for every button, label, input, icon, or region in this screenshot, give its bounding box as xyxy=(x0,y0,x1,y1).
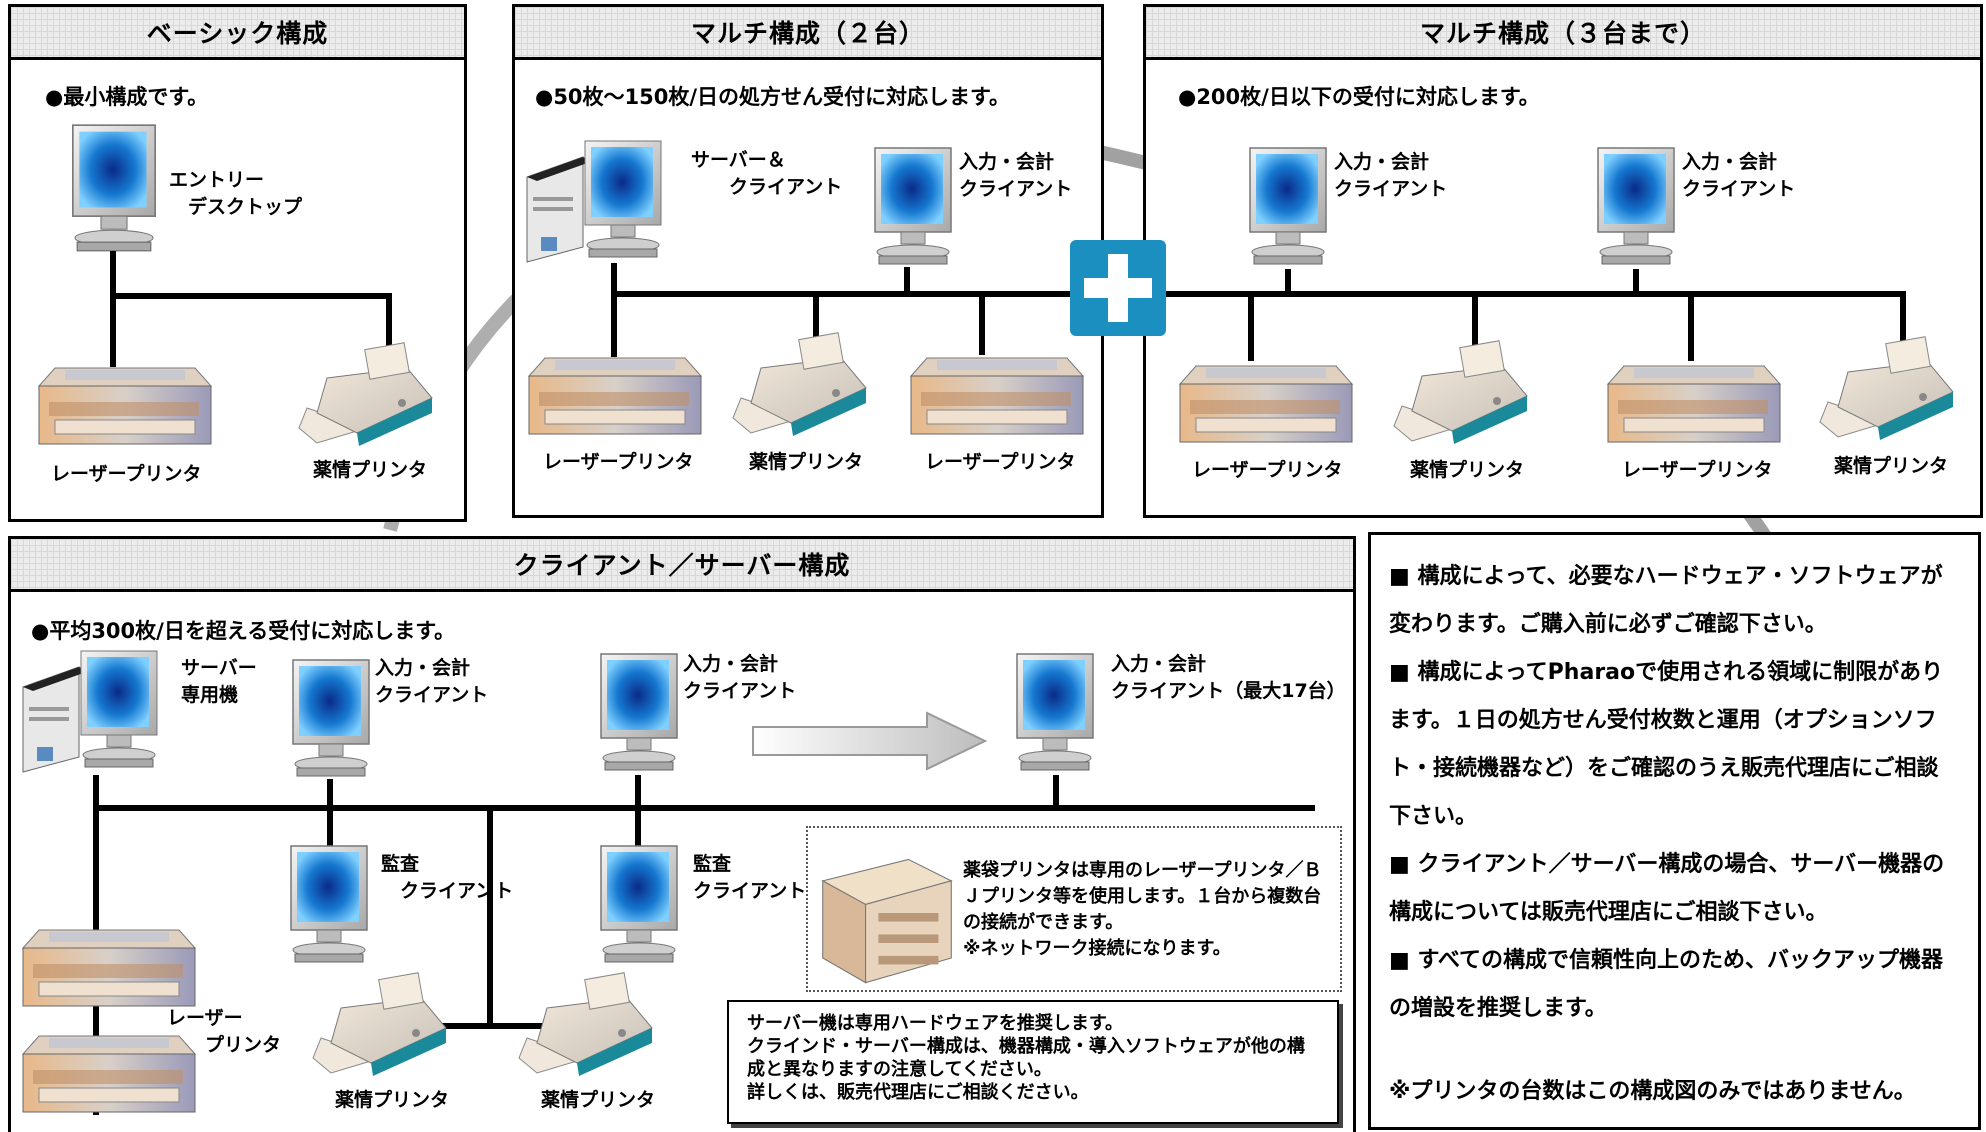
laser-printer-icon xyxy=(907,347,1087,439)
network-line xyxy=(1285,269,1291,295)
laser-printer-icon xyxy=(19,919,199,1011)
panel-cs-title: クライアント／サーバー構成 xyxy=(11,539,1353,592)
notes-footnote: ※プリンタの台数はこの構成図のみではありません。 xyxy=(1389,1079,1916,1104)
server-note-box: サーバー機は専用ハードウェアを推奨します。 クラインド・サーバー構成は、機器構成… xyxy=(727,1000,1339,1124)
yakujo-printer-icon xyxy=(297,337,437,449)
note-item: ■ クライアント／サーバー構成の場合、サーバー機器の構成については販売代理店にご… xyxy=(1389,852,1945,925)
network-line xyxy=(327,779,333,855)
server-client-label: サーバー＆ クライアント xyxy=(691,149,843,198)
network-line xyxy=(979,291,985,355)
yakujo-printer-icon xyxy=(517,967,657,1079)
client-pc-icon xyxy=(589,647,689,777)
audit-label: 監査 クライアント xyxy=(381,853,514,902)
yakutai-printer-icon xyxy=(812,838,962,988)
network-line xyxy=(487,805,493,1029)
client-pc-icon xyxy=(1005,647,1105,777)
client-label: 入力・会計 クライアント xyxy=(683,653,797,702)
pc-label: エントリー デスクトップ xyxy=(169,169,303,218)
panel-basic: ベーシック構成 ●最小構成です。 エントリー デスクトップ レーザープリンタ 薬… xyxy=(8,4,467,522)
arrow-icon xyxy=(752,711,988,771)
yakujo-label: 薬情プリンタ xyxy=(335,1089,450,1111)
network-line xyxy=(1900,291,1906,351)
panel-multi3: マルチ構成（３台まで） ●200枚/日以下の受付に対応します。 入力・会計 クラ… xyxy=(1143,4,1983,518)
client-pc-icon xyxy=(281,653,381,783)
network-line xyxy=(813,291,819,351)
client-pc-icon xyxy=(863,141,963,271)
network-line xyxy=(93,805,1315,811)
plus-icon xyxy=(1070,240,1166,336)
audit-pc-icon xyxy=(589,839,689,969)
server-note-line: サーバー機は専用ハードウェアを推奨します。 xyxy=(747,1013,1124,1034)
yakujo-printer-icon xyxy=(731,327,871,439)
network-line xyxy=(904,267,910,295)
yakutai-info-text: 薬袋プリンタは専用のレーザープリンタ／ＢＪプリンタ等を使用します。１台から複数台… xyxy=(963,860,1322,959)
network-line xyxy=(1248,291,1254,361)
yakujo-printer-icon xyxy=(1392,335,1532,447)
laser-printer-icon xyxy=(1176,355,1356,447)
network-line xyxy=(1472,291,1478,353)
server-note-line: クラインド・サーバー構成は、機器構成・導入ソフトウェアが他の構成と異なりますの注… xyxy=(747,1036,1305,1080)
server-note-line: 詳しくは、販売代理店にご相談ください。 xyxy=(747,1082,1089,1103)
printer-label: レーザープリンタ xyxy=(1622,459,1773,481)
panel-multi2: マルチ構成（２台） ●50枚～150枚/日の処方せん受付に対応します。 サーバー… xyxy=(512,4,1107,518)
printer-label: レーザープリンタ xyxy=(1192,459,1343,481)
note-item: ■ すべての構成で信頼性向上のため、バックアップ機器の増設を推奨します。 xyxy=(1389,948,1944,1021)
panel-multi2-note: ●50枚～150枚/日の処方せん受付に対応します。 xyxy=(535,85,1010,109)
printer-label: 薬情プリンタ xyxy=(1410,459,1525,481)
panel-cs-note: ●平均300枚/日を超える受付に対応します。 xyxy=(31,619,456,643)
network-line xyxy=(611,291,1107,297)
notes-panel: ■ 構成によって、必要なハードウェア・ソフトウェアが変わります。ご購入前に必ずご… xyxy=(1368,532,1981,1130)
client-pc-icon xyxy=(1238,141,1338,271)
panel-multi2-title: マルチ構成（２台） xyxy=(515,7,1101,60)
client-label: 入力・会計 クライアント xyxy=(375,657,489,706)
network-line xyxy=(1633,269,1639,295)
audit-label: 監査 クライアント xyxy=(693,853,807,902)
printer-label: 薬情プリンタ xyxy=(1834,455,1949,477)
network-line xyxy=(611,263,617,357)
client-label: 入力・会計 クライアント（最大17台） xyxy=(1111,653,1346,702)
printer-label: レーザープリンタ xyxy=(543,451,694,473)
network-line xyxy=(635,775,641,853)
yakutai-info-box: 薬袋プリンタは専用のレーザープリンタ／ＢＪプリンタ等を使用します。１台から複数台… xyxy=(806,826,1342,992)
note-item: ■ 構成によってPharaoで使用される領域に制限があります。１日の処方せん受付… xyxy=(1389,660,1944,829)
yakujo-printer-label: 薬情プリンタ xyxy=(313,459,428,481)
audit-pc-icon xyxy=(279,839,379,969)
server-icon xyxy=(19,647,179,777)
laser-printer-icon xyxy=(35,357,215,449)
desktop-pc-icon xyxy=(59,123,169,253)
yakujo-label: 薬情プリンタ xyxy=(541,1089,656,1111)
server-client-icon xyxy=(523,137,683,267)
laser-label: レーザー プリンタ xyxy=(167,1007,282,1056)
printer-label: レーザープリンタ xyxy=(925,451,1076,473)
client-label: 入力・会計 クライアント xyxy=(959,151,1073,200)
printer-label: 薬情プリンタ xyxy=(749,451,864,473)
yakujo-printer-icon xyxy=(1818,331,1958,443)
panel-multi3-note: ●200枚/日以下の受付に対応します。 xyxy=(1178,85,1540,109)
panel-basic-note: ●最小構成です。 xyxy=(45,85,209,109)
laser-printer-icon xyxy=(1604,355,1784,447)
network-line xyxy=(1688,291,1694,361)
network-line xyxy=(1146,291,1906,297)
client-pc-icon xyxy=(1586,141,1686,271)
laser-printer-label: レーザープリンタ xyxy=(51,463,202,485)
client-label: 入力・会計 クライアント xyxy=(1334,151,1448,200)
network-line xyxy=(110,251,116,367)
client-label: 入力・会計 クライアント xyxy=(1682,151,1796,200)
network-line xyxy=(1053,775,1059,809)
network-line xyxy=(110,293,392,299)
panel-multi3-title: マルチ構成（３台まで） xyxy=(1146,7,1980,60)
network-line xyxy=(431,1023,571,1029)
panel-basic-title: ベーシック構成 xyxy=(11,7,464,60)
laser-printer-icon xyxy=(525,347,705,439)
yakujo-printer-icon xyxy=(311,967,451,1079)
network-line xyxy=(386,293,392,367)
server-label: サーバー 専用機 xyxy=(181,657,257,706)
note-item: ■ 構成によって、必要なハードウェア・ソフトウェアが変わります。ご購入前に必ずご… xyxy=(1389,564,1943,637)
